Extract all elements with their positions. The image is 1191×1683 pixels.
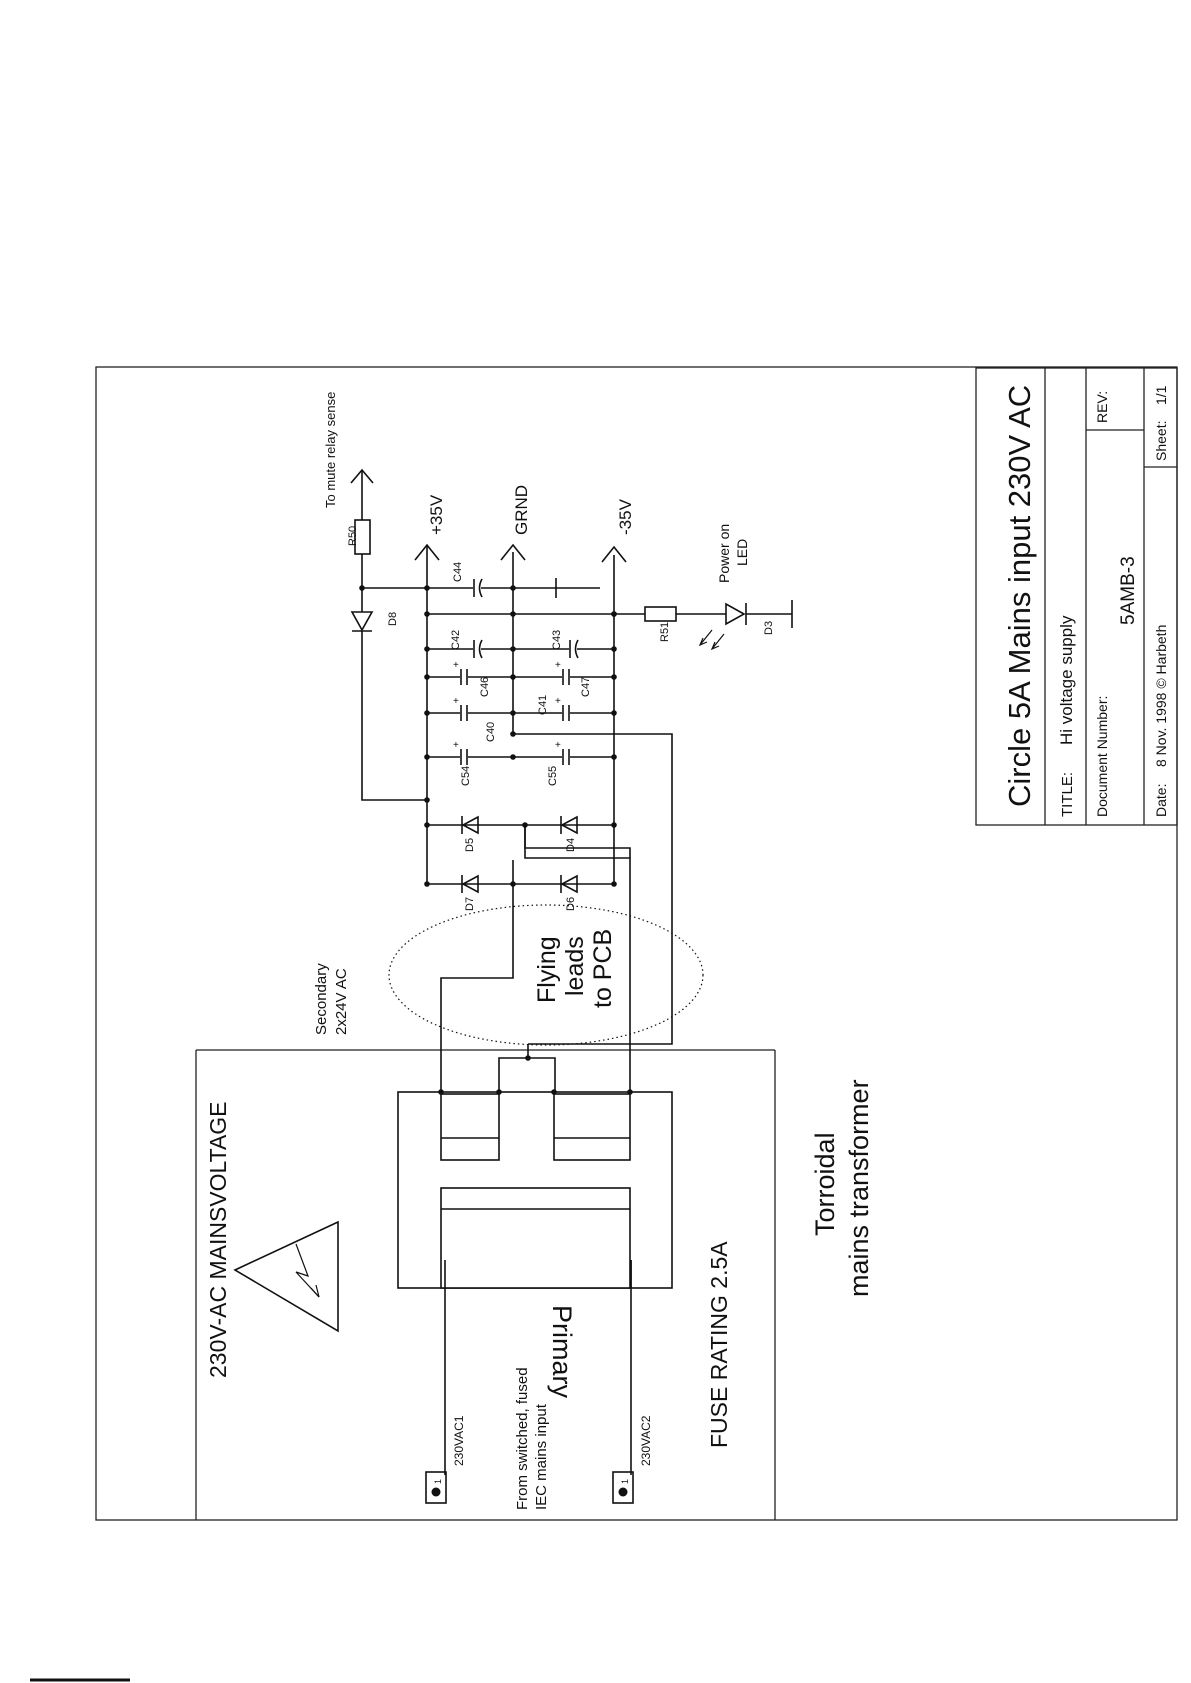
capacitor-C46: + C46 [453,660,491,697]
source-label-line2: IEC mains input [533,1403,550,1510]
capacitor-C44: C44 [452,562,557,598]
c55-label: C55 [547,766,559,786]
capacitor-C54: + C54 [453,740,472,786]
d4-label: D4 [565,838,577,852]
flying-label-line3: to PCB [589,929,617,1008]
capacitor-C42: C42 [450,630,483,659]
rail-pos-arrow: +35V [414,494,446,561]
c40-label: C40 [485,722,497,742]
primary-label: Primary [547,1305,577,1398]
rail-pos-label: +35V [427,494,446,535]
c46-label: C46 [479,677,491,697]
flying-label-line2: leads [561,936,589,996]
d5-label: D5 [464,838,476,852]
c47-label: C47 [580,677,592,697]
sheet-label: Sheet: [1153,421,1169,461]
sheet-value: 1/1 [1153,385,1169,405]
diode-D7: D7 [461,874,479,911]
connector-230vac2: 1 230VAC2 [612,1260,653,1504]
docnum-label: Document Number: [1094,696,1110,817]
svg-text:+: + [555,660,561,671]
pin1-label: 1 [433,1479,443,1484]
svg-text:+: + [453,696,459,707]
capacitor-bank [362,552,614,758]
mains-voltage-label: 230V-AC MAINSVOLTAGE [205,1101,231,1378]
diode-D8: D8 [350,588,399,642]
c54-label: C54 [460,766,472,786]
capacitor-C41: + C41 [537,695,570,721]
led-D3: D3 [698,602,775,651]
led-label-line2: LED [734,539,750,566]
title-value: Hi voltage supply [1057,615,1076,745]
c43-label: C43 [551,630,563,650]
conn2-label: 230VAC2 [639,1415,653,1466]
bridge-rectifier [426,552,631,887]
c44-label: C44 [452,562,464,582]
title-block: Circle 5A Mains input 230V AC TITLE: Hi … [975,367,1178,826]
d6-label: D6 [565,897,577,911]
conn1-label: 230VAC1 [452,1415,466,1466]
svg-text:+: + [555,696,561,707]
pin2-label: 1 [620,1479,630,1484]
docnum-value: 5AMB-3 [1118,556,1139,625]
rail-neg-arrow: -35V [601,498,635,563]
c42-label: C42 [450,630,462,650]
date-value: 8 Nov. 1998 © Harbeth [1153,625,1169,767]
transformer-symbol [397,1089,673,1289]
d7-label: D7 [464,897,476,911]
diode-D6: D6 [560,874,578,911]
svg-text:+: + [453,660,459,671]
r51-label: R51 [659,622,671,642]
date-label: Date: [1153,784,1169,817]
rail-neg-label: -35V [616,498,635,535]
rail-gnd-arrow: GRND [500,485,531,561]
source-label-line1: From switched, fused [514,1367,531,1510]
title-label: TITLE: [1059,772,1076,817]
sheet-border [95,366,1178,1521]
capacitor-C40: + C40 [453,696,497,742]
fuse-rating-label: FUSE RATING 2.5A [706,1241,732,1448]
r50-label: R50 [347,526,359,546]
transformer-label-line1: Torroidal [810,1132,840,1236]
resistor-R50: R50 [347,519,371,555]
secondary-label-line1: Secondary [313,963,330,1035]
transformer-label-line2: mains transformer [844,1079,874,1297]
warning-triangle-icon [233,1220,339,1333]
svg-text:+: + [453,740,459,751]
connector-230vac1: 1 230VAC1 [425,1260,466,1504]
mute-sense-branch [350,468,430,803]
svg-text:+: + [555,740,561,751]
title-block-frame [975,367,1178,826]
capacitor-C43: C43 [551,630,579,659]
flying-leads-ellipse [388,904,704,1046]
mute-label: To mute relay sense [323,392,338,508]
d3-label: D3 [763,621,775,635]
rev-label: REV: [1094,391,1110,423]
diode-D5: D5 [461,815,479,852]
capacitor-C55: + C55 [547,740,570,786]
d8-label: D8 [387,612,399,626]
led-label-line1: Power on [716,524,732,583]
secondary-wiring [440,733,673,1092]
secondary-label-line2: 2x24V AC [333,968,350,1035]
flying-label-line1: Flying [533,936,561,1003]
rail-gnd-label: GRND [512,485,531,535]
title-main: Circle 5A Mains input 230V AC [1002,385,1037,807]
c41-label: C41 [537,695,549,715]
capacitor-C47: + C47 [555,660,592,697]
resistor-R51: R51 [644,606,677,642]
diode-D4: D4 [560,815,578,852]
led-branch [611,600,793,628]
